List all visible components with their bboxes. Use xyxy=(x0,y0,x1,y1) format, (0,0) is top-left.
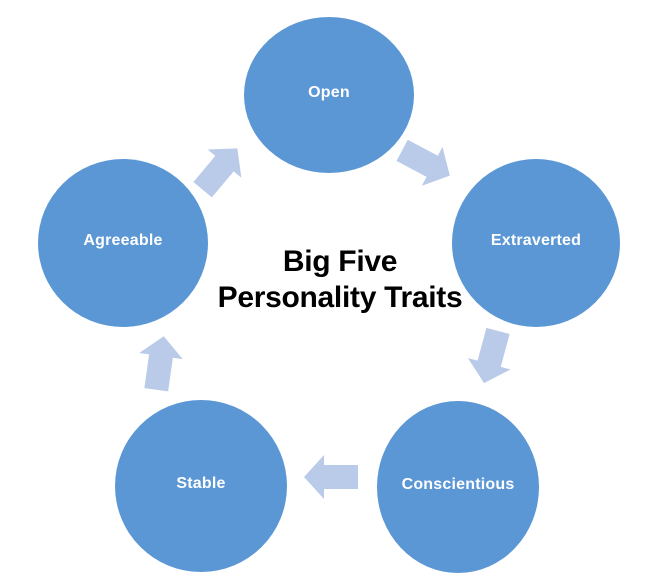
cycle-arrow-agreeable-to-open-icon xyxy=(171,120,270,219)
node-conscientious: Conscientious xyxy=(377,401,539,573)
node-conscientious-label: Conscientious xyxy=(401,476,515,493)
cycle-arrow-extraverted-to-conscientious-icon xyxy=(448,314,534,400)
cycle-arrow-conscientious-to-stable-icon xyxy=(296,442,366,512)
node-extraverted: Extraverted xyxy=(452,159,620,327)
cycle-arrow-open-to-extraverted-icon xyxy=(379,116,474,211)
node-stable: Stable xyxy=(115,400,287,572)
node-agreeable: Agreeable xyxy=(38,159,208,327)
node-open: Open xyxy=(244,17,414,173)
diagram-title: Big Five Personality Traits xyxy=(140,244,540,316)
cycle-arrow-stable-to-agreeable-icon xyxy=(120,323,199,402)
diagram-title-line2: Personality Traits xyxy=(217,281,463,314)
node-agreeable-label: Agreeable xyxy=(83,232,163,249)
node-extraverted-label: Extraverted xyxy=(490,232,582,249)
diagram-title-line1: Big Five xyxy=(282,245,398,278)
node-open-label: Open xyxy=(308,84,350,101)
node-stable-label: Stable xyxy=(176,475,226,492)
